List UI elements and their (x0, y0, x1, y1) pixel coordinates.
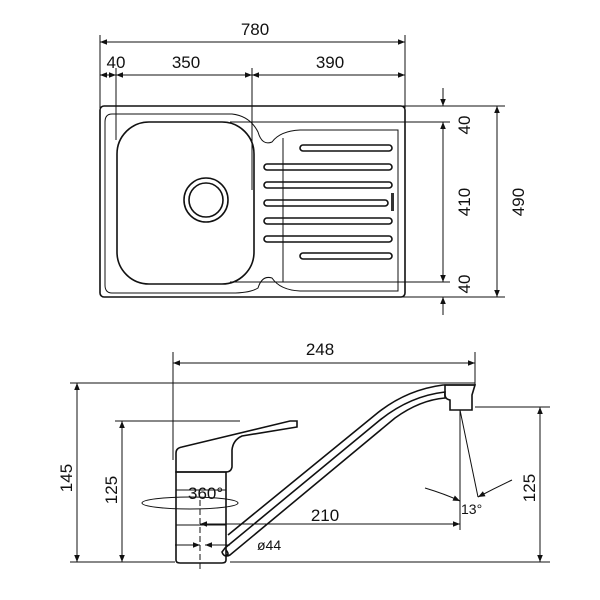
faucet-spout-top (227, 384, 475, 536)
dim-overall-width: 780 (241, 20, 269, 39)
faucet-base (175, 471, 227, 564)
sink-outline (99, 105, 406, 298)
dim-handle-height: 125 (102, 476, 121, 504)
faucet-handle (175, 420, 298, 473)
sink-rim (104, 113, 399, 294)
overflow-icon (391, 193, 394, 211)
rotation-ellipse (141, 496, 239, 510)
dim-drainer-width: 390 (316, 53, 344, 72)
drainer-grooves (263, 144, 393, 260)
drain-inner (188, 182, 224, 218)
dim-reach: 248 (306, 340, 334, 359)
dim-top-margin: 40 (455, 116, 474, 135)
faucet-side-view: 248 145 125 125 210 360° ø44 13° (57, 340, 550, 570)
drain-outer (183, 177, 229, 223)
dim-spout-angle: 13° (461, 501, 482, 517)
dim-spout-reach: 210 (311, 506, 339, 525)
aerator (444, 384, 477, 411)
dim-spout-height: 125 (520, 474, 539, 502)
dim-total-height: 145 (57, 464, 76, 492)
sink-top-view: 780 40 350 390 40 410 40 490 (99, 20, 528, 315)
dim-base-diameter: ø44 (257, 537, 281, 553)
faucet-spout (221, 391, 446, 557)
sink-bowl (116, 121, 255, 285)
dim-bowl-depth: 410 (455, 188, 474, 216)
dim-rotation: 360° (188, 484, 223, 503)
dim-bottom-margin: 40 (455, 275, 474, 294)
dim-bowl-width: 350 (172, 53, 200, 72)
dim-left-margin: 40 (107, 53, 126, 72)
dim-overall-depth: 490 (509, 188, 528, 216)
